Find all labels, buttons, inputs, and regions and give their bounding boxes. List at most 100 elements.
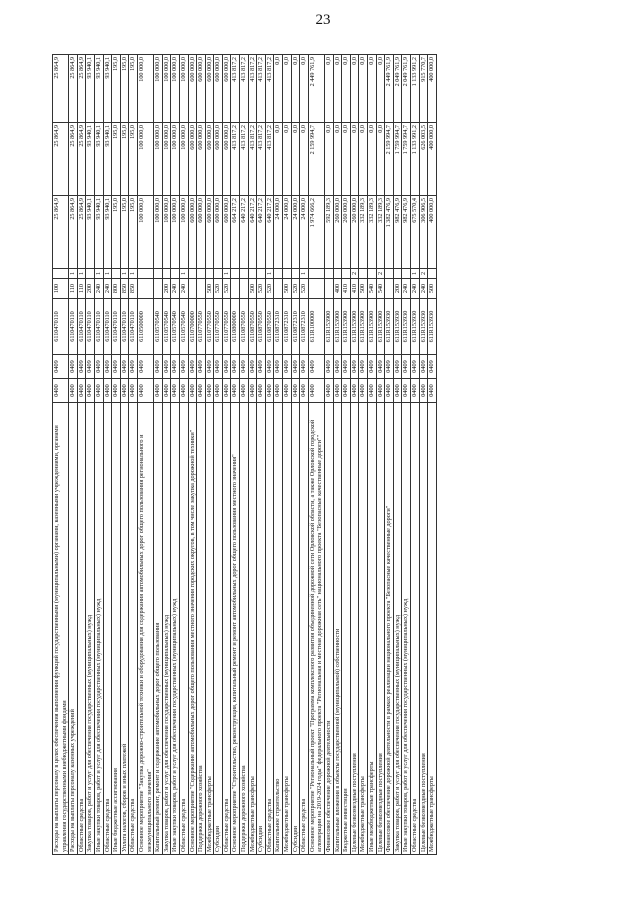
- source-flag-cell: 1: [103, 268, 112, 279]
- ministry-code-cell: 0400: [308, 378, 325, 403]
- target-article-cell: 6110570540: [162, 298, 171, 355]
- ministry-code-cell: 0400: [77, 378, 86, 403]
- amount-year2-cell: 2 159 994,7: [308, 122, 325, 196]
- expense-type-cell: [188, 278, 197, 299]
- target-article-cell: 6110570540: [179, 298, 188, 355]
- amount-year3-cell: 195,0: [111, 54, 121, 123]
- table-row: Финансовое обеспечение дорожной деятельн…: [384, 54, 394, 855]
- ministry-code-cell: 0400: [282, 378, 292, 403]
- row-name-cell: Иные бюджетные ассигнования: [111, 402, 121, 855]
- section-code-cell: 0409: [179, 354, 188, 379]
- source-flag-cell: 1: [120, 268, 129, 279]
- expense-type-cell: 850: [128, 278, 138, 299]
- expense-type-cell: 240: [410, 278, 420, 299]
- expense-type-cell: 410: [350, 278, 359, 299]
- expense-type-cell: 500: [427, 278, 437, 299]
- ministry-code-cell: 0400: [248, 378, 257, 403]
- section-code-cell: 0409: [230, 354, 240, 379]
- row-name-cell: Закупка товаров, работ и услуг для обесп…: [393, 402, 402, 855]
- amount-year2-cell: 25 864,9: [68, 122, 78, 196]
- amount-year2-cell: 626 003,5: [419, 122, 428, 196]
- amount-year2-cell: 600 000,0: [213, 122, 223, 196]
- expense-type-cell: 800: [111, 278, 121, 299]
- amount-year3-cell: 93 940,1: [94, 54, 104, 123]
- ministry-code-cell: 0400: [367, 378, 377, 403]
- expense-type-cell: 240: [401, 278, 411, 299]
- section-code-cell: 0409: [427, 354, 437, 379]
- amount-year1-cell: 24 000,0: [273, 195, 283, 269]
- table-row: Финансовое обеспечение дорожной деятельн…: [324, 54, 334, 855]
- row-name-cell: Бюджетные инвестиции: [341, 402, 351, 855]
- target-article-cell: 6110872310: [273, 298, 283, 355]
- expense-type-cell: 500: [358, 278, 368, 299]
- source-flag-cell: [427, 268, 437, 279]
- ministry-code-cell: 0400: [120, 378, 129, 403]
- expense-type-cell: 850: [120, 278, 129, 299]
- ministry-code-cell: 0400: [205, 378, 214, 403]
- target-article-cell: 611R153900: [333, 298, 342, 355]
- amount-year3-cell: 93 940,1: [85, 54, 95, 123]
- ministry-code-cell: 0400: [273, 378, 283, 403]
- row-name-cell: Иные закупки товаров, работ и услуг для …: [401, 402, 411, 855]
- row-name-cell: Областные средства: [103, 402, 112, 855]
- table-row: Основное мероприятие "Закупка дорожно-ст…: [137, 54, 154, 855]
- amount-year1-cell: 100 000,0: [179, 195, 188, 269]
- expense-type-cell: 500: [248, 278, 257, 299]
- row-name-cell: Поддержка дорожного хозяйства: [239, 402, 249, 855]
- row-name-cell: Целевые безвозмездные поступления: [419, 402, 428, 855]
- target-article-cell: 6110872310: [282, 298, 292, 355]
- ministry-code-cell: 0400: [419, 378, 428, 403]
- source-flag-cell: [188, 268, 197, 279]
- row-name-cell: Основное мероприятие "Закупка дорожно-ст…: [137, 402, 154, 855]
- amount-year1-cell: 640 217,2: [248, 195, 257, 269]
- row-name-cell: Областные средства: [265, 402, 274, 855]
- expense-type-cell: [324, 278, 334, 299]
- target-article-cell: 611R153900: [376, 298, 385, 355]
- ministry-code-cell: 0400: [103, 378, 112, 403]
- amount-year2-cell: 100 000,0: [179, 122, 188, 196]
- row-name-cell: Закупка товаров, работ и услуг для обесп…: [85, 402, 95, 855]
- source-flag-cell: [384, 268, 394, 279]
- amount-year1-cell: 195,0: [128, 195, 138, 269]
- amount-year2-cell: 25 864,9: [52, 122, 69, 196]
- row-name-cell: Основное мероприятие "Содержание автомоб…: [188, 402, 197, 855]
- amount-year2-cell: 0,0: [324, 122, 334, 196]
- amount-year2-cell: 0,0: [367, 122, 377, 196]
- amount-year2-cell: 195,0: [111, 122, 121, 196]
- expense-type-cell: 520: [256, 278, 266, 299]
- table-row: Закупка товаров, работ и услуг для обесп…: [162, 54, 171, 855]
- amount-year2-cell: 1 133 991,2: [410, 122, 420, 196]
- table-row: Капитальный ремонт, ремонт и содержание …: [153, 54, 163, 855]
- amount-year1-cell: 640 217,2: [239, 195, 249, 269]
- ministry-code-cell: 0400: [137, 378, 154, 403]
- section-code-cell: 0409: [273, 354, 283, 379]
- row-name-cell: Иные закупки товаров, работ и услуг для …: [94, 402, 104, 855]
- table-row: Закупка товаров, работ и услуг для обесп…: [85, 54, 95, 855]
- amount-year2-cell: 0,0: [341, 122, 351, 196]
- amount-year2-cell: 100 000,0: [162, 122, 171, 196]
- target-article-cell: 611R153900: [341, 298, 351, 355]
- target-article-cell: 6110470110: [103, 298, 112, 355]
- amount-year2-cell: 413 817,2: [248, 122, 257, 196]
- target-article-cell: 6110700000: [188, 298, 197, 355]
- source-flag-cell: [205, 268, 214, 279]
- amount-year1-cell: 600 000,0: [213, 195, 223, 269]
- row-name-cell: Расходы на выплаты персоналу в целях обе…: [52, 402, 69, 855]
- section-code-cell: 0409: [77, 354, 86, 379]
- target-article-cell: 6110870550: [248, 298, 257, 355]
- amount-year3-cell: 2 449 761,9: [384, 54, 394, 123]
- source-flag-cell: [367, 268, 377, 279]
- target-article-cell: 611R153900: [358, 298, 368, 355]
- ministry-code-cell: 0400: [222, 378, 231, 403]
- row-name-cell: Капитальные вложения в объекты государст…: [333, 402, 342, 855]
- row-name-cell: Межбюджетные трансферты: [427, 402, 437, 855]
- row-name-cell: Капитальный ремонт, ремонт и содержание …: [153, 402, 163, 855]
- target-article-cell: 6110570540: [153, 298, 163, 355]
- amount-year2-cell: 600 000,0: [188, 122, 197, 196]
- section-code-cell: 0409: [401, 354, 411, 379]
- source-flag-cell: [162, 268, 171, 279]
- target-article-cell: 6110870550: [239, 298, 249, 355]
